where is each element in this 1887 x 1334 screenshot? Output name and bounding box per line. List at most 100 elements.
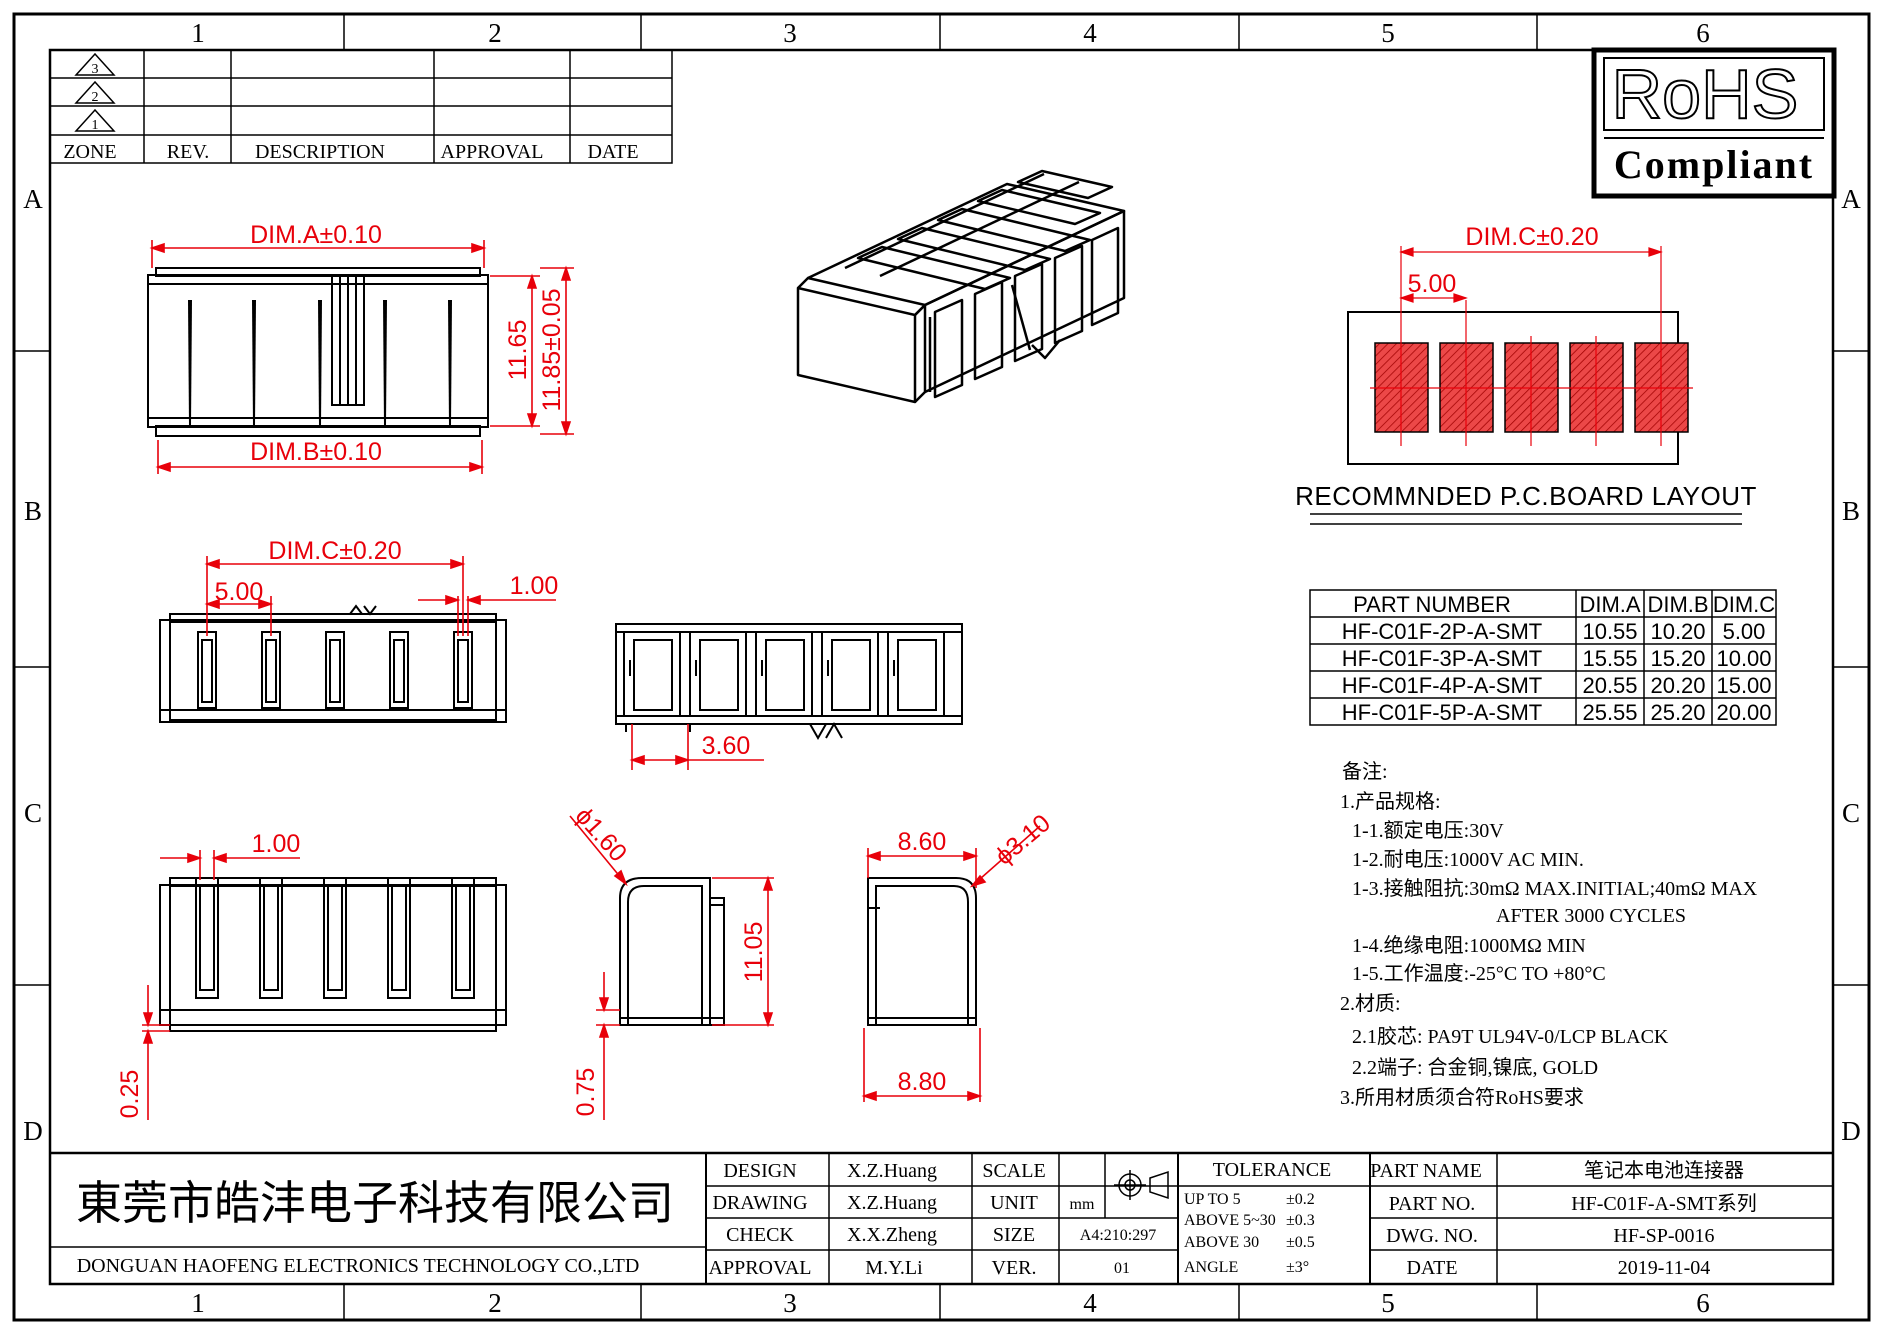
table-cell-r3-part: HF-C01F-4P-A-SMT (1342, 673, 1542, 698)
table-cell-r2-part: HF-C01F-3P-A-SMT (1342, 646, 1542, 671)
table-cell-r1-dimc: 5.00 (1723, 619, 1766, 644)
dim-label-dim-b: DIM.B±0.10 (250, 438, 382, 466)
col-label-top-4: 4 (1083, 18, 1097, 48)
table-cell-r2-dima: 15.55 (1582, 646, 1637, 671)
dim-label-dim-a: DIM.A±0.10 (250, 221, 382, 249)
table-cell-r3-dima: 20.55 (1582, 673, 1637, 698)
row-label-right-a: A (1841, 184, 1861, 214)
note-line-10: 2.2端子: 合金铜,镍底, GOLD (1352, 1056, 1598, 1079)
revision-block (49, 49, 673, 164)
ver-label: VER. (992, 1257, 1037, 1279)
table-cell-r4-dimc: 20.00 (1716, 700, 1771, 725)
view-rear (615, 623, 963, 741)
note-line-3: 1-2.耐电压:1000V AC MIN. (1352, 848, 1584, 871)
table-header-part-number: PART NUMBER (1353, 592, 1511, 617)
title-block-part-info: PART NAME 笔记本电池连接器 PART NO. HF-C01F-A-SM… (1370, 1159, 1757, 1279)
frame-row-labels: A B C D A B C D (23, 184, 1861, 1146)
revision-markers: 3 2 1 (92, 62, 99, 133)
table-header-dim-a: DIM.A (1579, 592, 1640, 617)
rev-header-description: DESCRIPTION (255, 141, 385, 163)
dim-group-section-left (569, 815, 774, 1120)
dim-labels-front-lower: 1.00 0.25 (116, 830, 300, 1118)
note-line-9: 2.1胶芯: PA9T UL94V-0/LCP BLACK (1352, 1025, 1669, 1048)
design-label: DESIGN (723, 1160, 796, 1182)
col-label-bottom-2: 2 (488, 1288, 502, 1318)
revision-headers: ZONE REV. DESCRIPTION APPROVAL DATE (63, 141, 638, 163)
drawing-label: DRAWING (712, 1192, 807, 1214)
rev-header-approval: APPROVAL (441, 141, 544, 163)
dim-label-1-00-lower: 1.00 (252, 830, 301, 858)
table-cell-r4-dima: 25.55 (1582, 700, 1637, 725)
rohs-badge: RoHS Compliant (1591, 47, 1837, 199)
spec-notes: 备注: 1.产品规格: 1-1.额定电压:30V 1-2.耐电压:1000V A… (1340, 760, 1758, 1109)
rohs-compliant: Compliant (1614, 142, 1814, 187)
table-cell-r4-part: HF-C01F-5P-A-SMT (1342, 700, 1542, 725)
tol-row-1-value: ±0.2 (1286, 1191, 1315, 1208)
note-line-2: 1-1.额定电压:30V (1352, 819, 1504, 842)
table-cell-r2-dimb: 15.20 (1650, 646, 1705, 671)
table-cell-r1-part: HF-C01F-2P-A-SMT (1342, 619, 1542, 644)
title-block (50, 1151, 1833, 1284)
approval-value: M.Y.Li (865, 1257, 923, 1279)
col-label-top-6: 6 (1696, 18, 1710, 48)
note-line-1: 1.产品规格: (1340, 790, 1441, 813)
rohs-title: RoHS (1612, 55, 1799, 133)
unit-label: UNIT (990, 1192, 1038, 1214)
dwg-no-value: HF-SP-0016 (1613, 1225, 1714, 1247)
tol-row-1-range: UP TO 5 (1184, 1191, 1241, 1208)
side-view-slots (188, 300, 452, 426)
row-label-left-d: D (23, 1116, 43, 1146)
table-cell-r2-dimc: 10.00 (1716, 646, 1771, 671)
table-cell-r1-dimb: 10.20 (1650, 619, 1705, 644)
dim-label-dim-c-front: DIM.C±0.20 (268, 537, 401, 565)
row-label-left-c: C (24, 798, 42, 828)
ver-value: 01 (1114, 1260, 1130, 1277)
rev-header-rev: REV. (167, 141, 209, 163)
note-line-5: AFTER 3000 CYCLES (1496, 905, 1686, 927)
date-label: DATE (1406, 1257, 1457, 1279)
title-block-fields: DESIGN X.Z.Huang DRAWING X.Z.Huang CHECK… (709, 1159, 1332, 1279)
dim-label-11-85: 11.85±0.05 (538, 288, 566, 411)
col-label-bottom-5: 5 (1381, 1288, 1395, 1318)
table-cell-r3-dimb: 20.20 (1650, 673, 1705, 698)
row-label-left-b: B (24, 496, 42, 526)
dim-label-0-25: 0.25 (116, 1070, 144, 1119)
note-line-8: 2.材质: (1340, 992, 1401, 1015)
row-label-left-a: A (23, 184, 43, 214)
table-header-dim-c: DIM.C (1713, 592, 1775, 617)
dim-label-11-05: 11.05 (740, 922, 768, 983)
projection-symbol-icon (1114, 1170, 1169, 1200)
rev-marker-3: 3 (92, 62, 99, 77)
size-value: A4:210:297 (1080, 1227, 1156, 1244)
row-label-right-d: D (1841, 1116, 1861, 1146)
tol-row-3-value: ±0.5 (1286, 1234, 1315, 1251)
date-value: 2019-11-04 (1618, 1257, 1711, 1279)
frame-column-labels: 1 2 3 4 5 6 1 2 3 4 5 6 (191, 18, 1710, 1318)
tolerance-rows: UP TO 5 ±0.2 ABOVE 5~30 ±0.3 ABOVE 30 ±0… (1184, 1191, 1315, 1276)
dim-label-8-80: 8.80 (898, 1068, 947, 1096)
dim-group-front-contacts (204, 556, 556, 636)
rev-header-date: DATE (587, 141, 638, 163)
dim-group-section-right (861, 825, 1041, 1102)
company-name-en: DONGUAN HAOFENG ELECTRONICS TECHNOLOGY C… (77, 1255, 640, 1277)
table-header-dim-b: DIM.B (1647, 592, 1708, 617)
check-label: CHECK (726, 1224, 794, 1246)
col-label-top-1: 1 (191, 18, 205, 48)
dim-labels-front-contacts: DIM.C±0.20 5.00 1.00 (215, 537, 559, 606)
check-value: X.X.Zheng (847, 1224, 937, 1246)
table-cell-r1-dima: 10.55 (1582, 619, 1637, 644)
unit-value: mm (1070, 1196, 1095, 1213)
size-label: SIZE (993, 1224, 1035, 1246)
tol-row-4-value: ±3° (1286, 1259, 1309, 1276)
drawing-value: X.Z.Huang (847, 1192, 937, 1214)
note-line-0: 备注: (1342, 760, 1388, 783)
tol-row-2-value: ±0.3 (1286, 1212, 1315, 1229)
table-cell-r3-dimc: 15.00 (1716, 673, 1771, 698)
col-label-bottom-4: 4 (1083, 1288, 1097, 1318)
view-side-elevation (147, 267, 489, 437)
view-front-lower (159, 877, 507, 1032)
dim-label-1-00-front: 1.00 (510, 572, 559, 600)
rev-marker-2: 2 (92, 90, 99, 105)
view-section-right (867, 877, 977, 1026)
